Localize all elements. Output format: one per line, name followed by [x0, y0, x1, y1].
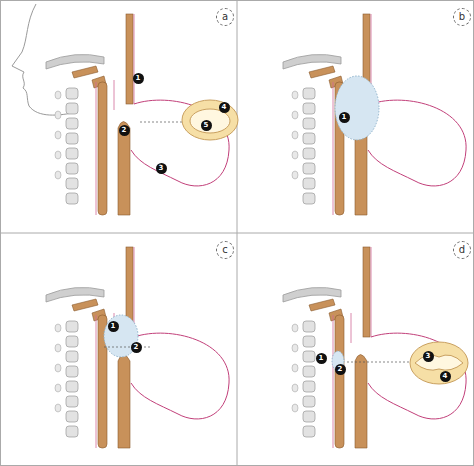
panel-letter-circle: d	[453, 241, 471, 259]
callout-number: 1	[316, 353, 327, 364]
panel-letter: a	[222, 12, 228, 22]
callout-number: 4	[440, 371, 451, 382]
callout-number: 4	[219, 102, 230, 113]
callout-number: 5	[201, 120, 212, 131]
callout-number: 3	[156, 163, 167, 174]
callout-number: 2	[131, 342, 142, 353]
callout-number: 2	[119, 125, 130, 136]
panel-letter: b	[459, 12, 465, 22]
panel-letter-circle: b	[453, 8, 471, 26]
panel-letter-circle: a	[216, 8, 234, 26]
callout-number: 2	[335, 364, 346, 375]
callout-number: 1	[339, 112, 350, 123]
panel-letter: d	[459, 245, 465, 255]
callout-number: 3	[423, 351, 434, 362]
callout-number: 1	[108, 321, 119, 332]
callout-number: 1	[133, 73, 144, 84]
panel-letter-circle: c	[216, 241, 234, 259]
panel-letter: c	[222, 245, 228, 255]
